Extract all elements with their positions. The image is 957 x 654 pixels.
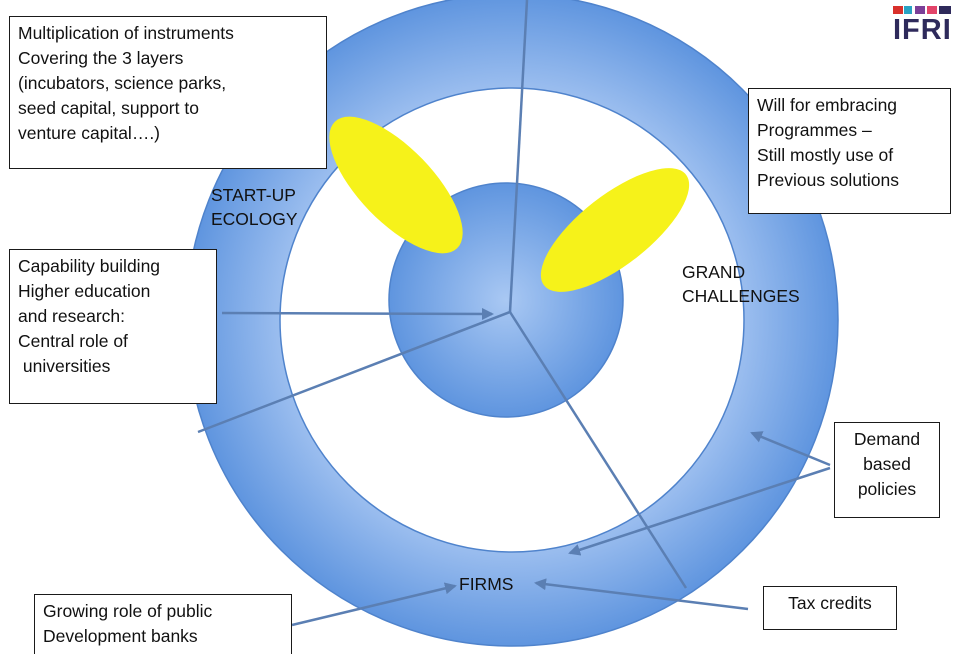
radial-lines xyxy=(197,0,688,589)
tax-credits-note: Tax credits xyxy=(763,586,897,630)
programmes-line-3: Still mostly use of xyxy=(757,145,894,165)
radial-line-up xyxy=(508,0,529,313)
startup-ellipse xyxy=(329,116,463,254)
radial-line-right xyxy=(508,311,688,589)
radial-line-left xyxy=(197,310,511,434)
arrow-tax-to-firms xyxy=(534,578,749,611)
startup-label-line-2: ECOLOGY xyxy=(211,209,298,229)
demand-line-2: based xyxy=(863,454,911,474)
ifri-logo: IFRI xyxy=(893,6,957,46)
programmes-line-2: Programmes – xyxy=(757,120,872,140)
demand-line-3: policies xyxy=(857,479,917,499)
arrow-banks-to-firms xyxy=(291,582,457,627)
programmes-line-4: Previous solutions xyxy=(757,170,900,190)
startup-label-line-1: START-UP xyxy=(211,185,296,205)
instruments-note: Multiplication of instruments Covering t… xyxy=(9,16,327,169)
capability-line-3: and research: xyxy=(18,306,126,326)
grand-label-line-2: CHALLENGES xyxy=(682,286,800,306)
capability-line-5: universities xyxy=(18,356,111,376)
programmes-line-1: Will for embracing xyxy=(757,95,898,115)
arrow-capability-to-core xyxy=(221,307,494,320)
tax-line-1: Tax credits xyxy=(788,593,872,613)
arrows xyxy=(221,307,831,627)
instruments-line-2: Covering the 3 layers xyxy=(18,48,184,68)
banks-note: Growing role of public Development banks xyxy=(34,594,292,654)
instruments-line-1: Multiplication of instruments xyxy=(18,23,234,43)
firms-label: FIRMS xyxy=(459,574,514,594)
logo-text: IFRI xyxy=(893,14,952,46)
capability-line-1: Capability building xyxy=(18,256,161,276)
demand-line-1: Demand xyxy=(853,429,921,449)
programmes-note: Will for embracing Programmes – Still mo… xyxy=(748,88,951,214)
capability-line-2: Higher education xyxy=(18,281,151,301)
logo-color-bars xyxy=(893,6,957,14)
banks-line-1: Growing role of public xyxy=(43,601,213,621)
instruments-line-5: venture capital….) xyxy=(18,123,161,143)
demand-note: Demand based policies xyxy=(834,422,940,518)
arrow-demand-to-firms xyxy=(568,466,831,556)
startup-ecology-label: START-UP ECOLOGY xyxy=(211,183,298,231)
instruments-line-4: seed capital, support to xyxy=(18,98,199,118)
instruments-line-3: (incubators, science parks, xyxy=(18,73,227,93)
grand-label-line-1: GRAND xyxy=(682,262,746,282)
capability-line-4: Central role of xyxy=(18,331,128,351)
arrow-demand-to-ring-right xyxy=(750,431,831,467)
grand-challenges-label: GRAND CHALLENGES xyxy=(682,260,800,308)
capability-note: Capability building Higher education and… xyxy=(9,249,217,404)
banks-line-2: Development banks xyxy=(43,626,198,646)
challenges-ellipse xyxy=(540,168,690,292)
